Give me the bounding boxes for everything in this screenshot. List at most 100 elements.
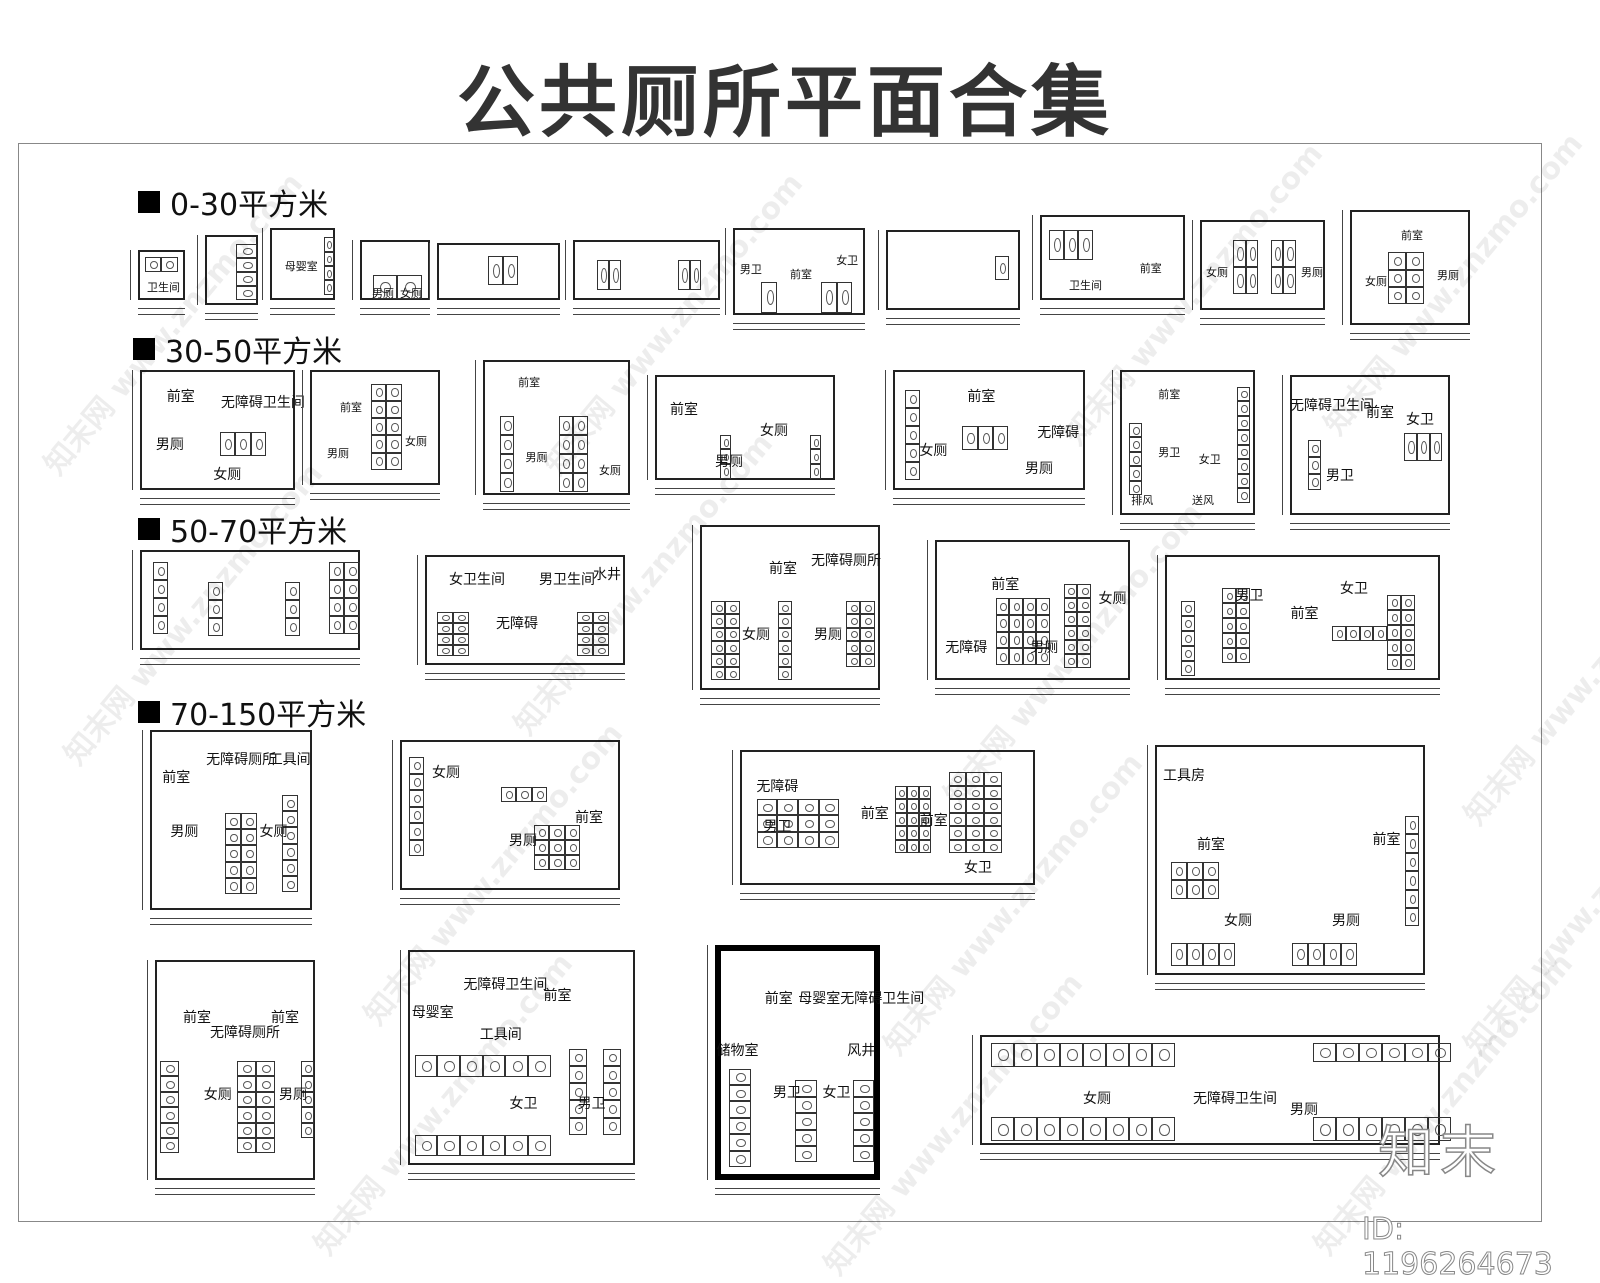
- dimension-line: [733, 329, 865, 330]
- room-label: 卫生间: [147, 281, 180, 294]
- toilet-stall: [1405, 834, 1419, 853]
- dimension-line: [130, 250, 131, 300]
- toilet-stall: [208, 618, 224, 636]
- toilet-stall: [281, 827, 298, 844]
- dimension-line: [1032, 215, 1033, 300]
- toilet-stall: [219, 432, 235, 456]
- toilet-stall: [1009, 648, 1023, 666]
- room-label: 女厕: [1083, 1090, 1111, 1107]
- room-label: 前室: [790, 267, 812, 281]
- toilet-stall: [1359, 1117, 1383, 1142]
- dimension-line: [400, 950, 401, 1165]
- floor-plan: 前室男厕女厕: [483, 360, 630, 495]
- dimension-line: [1040, 308, 1185, 309]
- toilet-stall: [453, 612, 469, 623]
- toilet-stall: [534, 839, 550, 855]
- toilet-stall: [1128, 422, 1143, 438]
- section-label: 0-30平方米: [170, 188, 329, 223]
- floor-plan: 女厕男厕: [1200, 220, 1325, 310]
- toilet-stall: [1180, 645, 1195, 661]
- toilet-stall: [846, 614, 861, 628]
- toilet-stall: [1036, 598, 1051, 615]
- room-label: 男卫: [773, 1085, 801, 1101]
- toilet-stall: [836, 282, 853, 313]
- toilet-stall: [370, 435, 387, 453]
- floor-plan: 母婴室无障碍卫生间前室工具间女卫男卫: [408, 950, 635, 1165]
- toilet-stall: [549, 854, 565, 870]
- toilet-stall: [568, 1083, 588, 1101]
- toilet-stall: [160, 1076, 180, 1092]
- room-label: 女厕: [432, 765, 460, 781]
- toilet-stall: [237, 1107, 257, 1123]
- room-label: 男厕: [372, 287, 394, 300]
- toilet-stall: [1388, 269, 1406, 287]
- toilet-stall: [1236, 415, 1251, 430]
- toilet-stall: [895, 799, 908, 813]
- room-label: 男厕: [279, 1087, 307, 1103]
- toilet-stall: [1083, 1042, 1107, 1067]
- toilet-stall: [1388, 252, 1406, 270]
- room-label: 女厕: [259, 824, 288, 840]
- toilet-stall: [1180, 615, 1195, 631]
- toilet-stall: [966, 785, 984, 800]
- dimension-line: [1120, 523, 1255, 524]
- dimension-line: [1350, 333, 1470, 334]
- toilet-stall: [1180, 600, 1195, 616]
- floor-plan: 前室母婴室无障碍卫生间储物室风井男卫女卫: [715, 945, 924, 1180]
- room-label: 排风: [1131, 493, 1154, 507]
- floor-plan: 母婴室: [270, 228, 335, 300]
- floor-plan: [573, 240, 720, 300]
- toilet-stall: [904, 444, 920, 462]
- toilet-stall: [256, 1061, 276, 1077]
- dimension-line: [142, 730, 143, 910]
- dimension-line: [1200, 324, 1325, 325]
- room-label: 男卫: [1235, 587, 1264, 604]
- toilet-stall: [1387, 594, 1401, 610]
- floor-plan: 男卫女卫前室: [1165, 555, 1440, 680]
- room-label: 男厕: [1301, 265, 1323, 279]
- dimension-line: [140, 658, 360, 659]
- toilet-stall: [1077, 640, 1092, 654]
- toilet-stall: [499, 416, 515, 435]
- toilet-stall: [505, 1055, 529, 1077]
- toilet-stall: [558, 472, 574, 492]
- toilet-stall: [711, 667, 726, 681]
- toilet-stall: [1063, 654, 1078, 668]
- toilet-stall: [919, 799, 931, 813]
- room-label: 女卫生间: [449, 572, 505, 588]
- toilet-stall: [344, 598, 360, 616]
- dimension-line: [740, 893, 1035, 894]
- toilet-stall: [593, 623, 609, 634]
- room-label: 男卫: [1326, 468, 1354, 484]
- room-label: 女卫: [964, 859, 992, 876]
- dimension-line: [352, 240, 353, 300]
- room-label: 女卫: [836, 254, 859, 268]
- toilet-stall: [777, 601, 792, 615]
- toilet-stall: [1060, 1117, 1084, 1142]
- toilet-stall: [725, 614, 740, 628]
- toilet-stall: [608, 260, 621, 290]
- toilet-stall: [1009, 598, 1023, 615]
- toilet-stall: [992, 426, 1009, 450]
- dimension-line: [310, 493, 440, 494]
- floor-plan: 卫生间: [138, 250, 185, 300]
- dimension-line: [700, 704, 880, 705]
- toilet-stall: [860, 601, 875, 615]
- dimension-line: [692, 525, 693, 690]
- toilet-stall: [386, 435, 402, 453]
- toilet-stall: [482, 1134, 506, 1157]
- drawing-frame: [18, 143, 1542, 1222]
- toilet-stall: [1037, 1117, 1061, 1142]
- floor-plan: 前室男卫女卫排风送风: [1120, 370, 1255, 515]
- dimension-line: [927, 540, 928, 680]
- room-label: 工具间: [268, 752, 311, 768]
- room-label: 无障碍: [1037, 425, 1080, 441]
- toilet-stall: [516, 787, 532, 802]
- dimension-line: [707, 945, 708, 1180]
- toilet-stall: [256, 1138, 276, 1154]
- room-label: 男厕: [525, 450, 548, 464]
- room-label: 母婴室: [411, 1005, 454, 1022]
- toilet-stall: [777, 654, 792, 668]
- toilet-stall: [528, 1055, 551, 1077]
- room-label: 女厕: [203, 1087, 232, 1103]
